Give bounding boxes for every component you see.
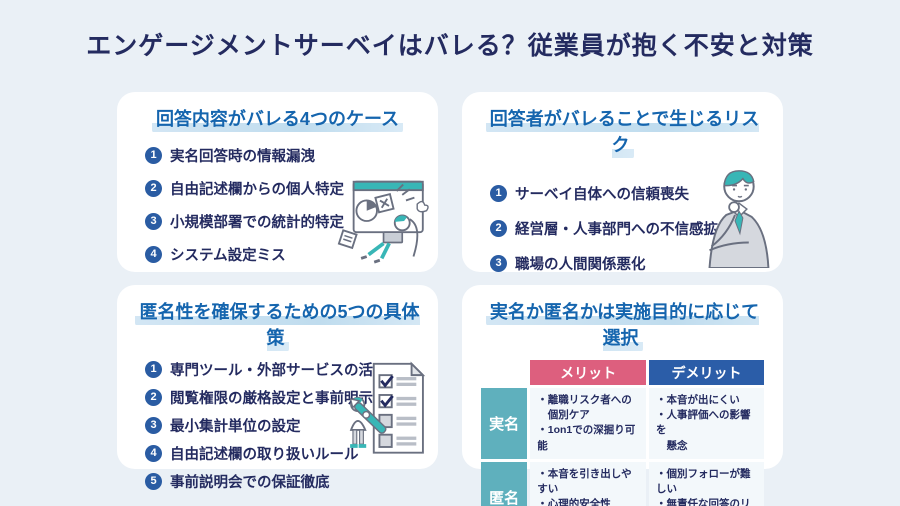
table-row: 実名 ・離職リスク者への 個別ケア ・1on1での深掘り可能 ・本音が出にくい … (481, 388, 764, 459)
number-badge: 4 (145, 246, 162, 263)
card-name-vs-anonymous: 実名か匿名かは実施目的に応じて選択 メリット デメリット 実名 ・離職リスク者へ… (462, 285, 783, 506)
risks-list: 1 サーベイ自体への信頼喪失 2 経営層・人事部門への不信感拡大 3 職場の人間… (490, 183, 767, 274)
table-header-row: メリット デメリット (481, 360, 764, 385)
column-header-demerit: デメリット (648, 360, 764, 385)
list-item: 5 事前説明会での保証徹底 (145, 471, 422, 492)
number-badge: 3 (145, 213, 162, 230)
cases-list: 1 実名回答時の情報漏洩 2 自由記述欄からの個人特定 3 小規模部署での統計的… (145, 145, 422, 265)
list-item: 2 閲覧権限の厳格設定と事前明示 (145, 387, 422, 408)
card-title-compare: 実名か匿名かは実施目的に応じて選択 (478, 298, 767, 352)
number-badge: 2 (490, 220, 507, 237)
number-badge: 5 (145, 473, 162, 490)
cell-anonymous-merit: ・本音を引き出しやすい ・心理的安全性 ・回答率向上 (530, 461, 646, 506)
card-title-risks: 回答者がバレることで生じるリスク (478, 105, 767, 159)
number-badge: 1 (490, 185, 507, 202)
number-badge: 3 (145, 417, 162, 434)
column-header-merit: メリット (530, 360, 646, 385)
card-title-cases: 回答内容がバレる4つのケース (133, 105, 422, 133)
cell-real-name-merit: ・離職リスク者への 個別ケア ・1on1での深掘り可能 (530, 388, 646, 459)
card-answer-leak-cases: 回答内容がバレる4つのケース 1 実名回答時の情報漏洩 2 自由記述欄からの個人… (117, 92, 438, 272)
list-item: 1 実名回答時の情報漏洩 (145, 145, 422, 166)
list-item: 1 サーベイ自体への信頼喪失 (490, 183, 767, 204)
number-badge: 3 (490, 255, 507, 272)
table-corner-cell (481, 360, 527, 385)
row-label-anonymous: 匿名 (481, 461, 528, 506)
card-title-measures: 匿名性を確保するための5つの具体策 (133, 298, 422, 352)
list-item: 4 システム設定ミス (145, 244, 422, 265)
card-grid: 回答内容がバレる4つのケース 1 実名回答時の情報漏洩 2 自由記述欄からの個人… (117, 92, 783, 506)
stressed-worker-illustration (337, 180, 429, 264)
list-item: 4 自由記述欄の取り扱いルール (145, 443, 422, 464)
table-row: 匿名 ・本音を引き出しやすい ・心理的安全性 ・回答率向上 ・個別フォローが難し… (481, 461, 764, 506)
thinking-businessman-illustration (708, 170, 770, 268)
list-item: 2 経営層・人事部門への不信感拡大 (490, 218, 767, 239)
list-item: 3 最小集計単位の設定 (145, 415, 422, 436)
comparison-table: メリット デメリット 実名 ・離職リスク者への 個別ケア ・1on1での深掘り可… (478, 357, 767, 506)
list-item: 2 自由記述欄からの個人特定 (145, 178, 422, 199)
checklist-person-illustration (349, 361, 426, 454)
row-label-real-name: 実名 (481, 388, 528, 459)
number-badge: 1 (145, 147, 162, 164)
list-item: 3 職場の人間関係悪化 (490, 253, 767, 274)
number-badge: 4 (145, 445, 162, 462)
number-badge: 2 (145, 180, 162, 197)
card-anonymity-measures: 匿名性を確保するための5つの具体策 1 専門ツール・外部サービスの活用 2 閲覧… (117, 285, 438, 491)
cell-anonymous-demerit: ・個別フォローが難しい ・無責任な回答のリスク (648, 461, 764, 506)
list-item: 1 専門ツール・外部サービスの活用 (145, 359, 422, 380)
cell-real-name-demerit: ・本音が出にくい ・人事評価への影響を 懸念 (648, 388, 764, 459)
measures-list: 1 専門ツール・外部サービスの活用 2 閲覧権限の厳格設定と事前明示 3 最小集… (145, 359, 422, 492)
number-badge: 1 (145, 361, 162, 378)
page-title: エンゲージメントサーベイはバレる？従業員が抱く不安と対策 (86, 32, 814, 60)
card-exposure-risks: 回答者がバレることで生じるリスク 1 サーベイ自体への信頼喪失 2 経営層・人事… (462, 92, 783, 274)
number-badge: 2 (145, 389, 162, 406)
list-item: 3 小規模部署での統計的特定 (145, 211, 422, 232)
